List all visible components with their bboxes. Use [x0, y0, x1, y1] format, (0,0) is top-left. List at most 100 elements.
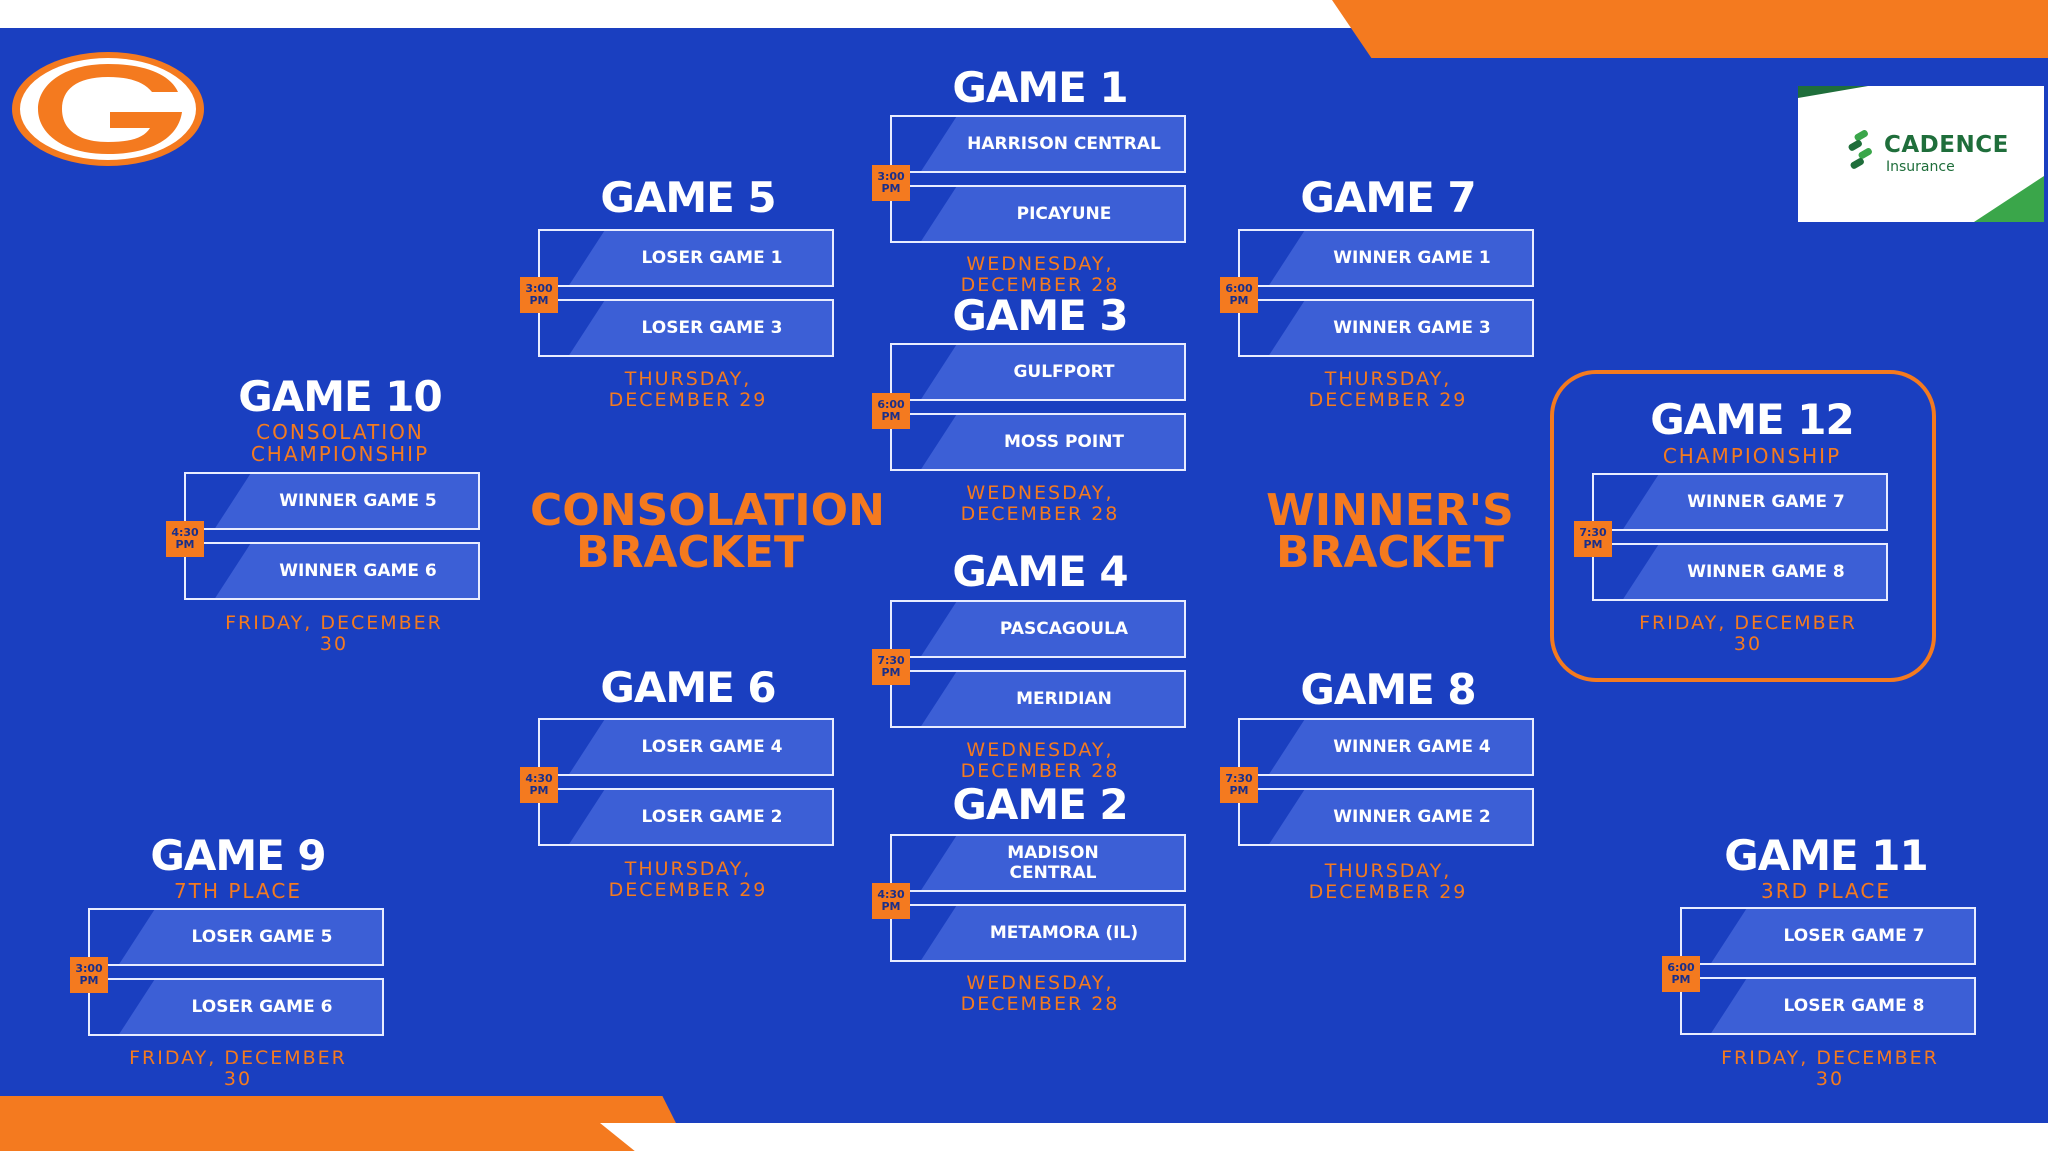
- game-2-team-2-slot[interactable]: METAMORA (IL): [890, 904, 1186, 962]
- game-5-team-2-slot[interactable]: LOSER GAME 3: [538, 299, 834, 357]
- game-9-date-line2: 30: [223, 1068, 253, 1090]
- game-6-title: GAME 6: [600, 663, 776, 712]
- game-11-team-1: LOSER GAME 7: [1783, 926, 1925, 946]
- game-10-team-2-slot[interactable]: WINNER GAME 6: [184, 542, 480, 600]
- game-9-subtitle: 7TH PLACE: [174, 879, 302, 903]
- game-9-team-1-slot[interactable]: LOSER GAME 5: [88, 908, 384, 966]
- game-2-time: 4:30: [877, 888, 905, 901]
- game-1-team-2-slot[interactable]: PICAYUNE: [890, 185, 1186, 243]
- winners-label-line2: BRACKET: [1276, 527, 1504, 578]
- game-4-time-period: PM: [881, 666, 901, 679]
- game-6-date-line2: DECEMBER 29: [608, 879, 768, 901]
- game-1-team-1-slot[interactable]: HARRISON CENTRAL: [890, 115, 1186, 173]
- game-11-date-line1: FRIDAY, DECEMBER: [1721, 1047, 1939, 1069]
- game-11-time: 6:00: [1667, 961, 1695, 974]
- game-12-team-2-slot[interactable]: WINNER GAME 8: [1592, 543, 1888, 601]
- game-2-team-1-slot[interactable]: MADISON CENTRAL: [890, 834, 1186, 892]
- game-2-time-period: PM: [881, 900, 901, 913]
- game-9-team-2-slot[interactable]: LOSER GAME 6: [88, 978, 384, 1036]
- game-11-title: GAME 11: [1724, 831, 1929, 880]
- game-10-date-line1: FRIDAY, DECEMBER: [225, 612, 443, 634]
- game-5-time-period: PM: [529, 294, 549, 307]
- game-3-team-1: GULFPORT: [1013, 362, 1115, 382]
- game-8-team-2: WINNER GAME 2: [1333, 807, 1491, 827]
- game-10-time: 4:30: [171, 526, 199, 539]
- game-4-team-1-slot[interactable]: PASCAGOULA: [890, 600, 1186, 658]
- game-5-team-1-slot[interactable]: LOSER GAME 1: [538, 229, 834, 287]
- game-4-team-2-slot[interactable]: MERIDIAN: [890, 670, 1186, 728]
- game-11-subtitle: 3RD PLACE: [1761, 879, 1891, 903]
- game-2-title: GAME 2: [952, 780, 1128, 829]
- game-4-date-line1: WEDNESDAY,: [966, 739, 1114, 761]
- game-5-time: 3:00: [525, 282, 553, 295]
- game-7-team-2: WINNER GAME 3: [1333, 318, 1491, 338]
- game-6-team-1-slot[interactable]: LOSER GAME 4: [538, 718, 834, 776]
- game-3-team-1-slot[interactable]: GULFPORT: [890, 343, 1186, 401]
- game-3-team-2: MOSS POINT: [1003, 432, 1125, 452]
- game-8-team-1-slot[interactable]: WINNER GAME 4: [1238, 718, 1534, 776]
- game-5-team-2: LOSER GAME 3: [641, 318, 783, 338]
- game-12-team-2: WINNER GAME 8: [1687, 562, 1845, 582]
- game-3-time-period: PM: [881, 410, 901, 423]
- game-8-date-line1: THURSDAY,: [1324, 860, 1452, 882]
- winners-label-line1: WINNER'S: [1266, 485, 1514, 536]
- sponsor-corner-top: [1798, 86, 1868, 98]
- game-9-team-2: LOSER GAME 6: [191, 997, 333, 1017]
- game-10-subtitle: CONSOLATION CHAMPIONSHIP: [250, 420, 430, 466]
- game-11-date-line2: 30: [1815, 1068, 1845, 1090]
- sponsor-corner-bottom: [1974, 176, 2044, 222]
- game-3-date: WEDNESDAY,DECEMBER 28: [890, 483, 1190, 525]
- game-10-time-period: PM: [175, 538, 195, 551]
- game-9-date-line1: FRIDAY, DECEMBER: [129, 1047, 347, 1069]
- game-8-date-line2: DECEMBER 29: [1308, 881, 1468, 903]
- game-2-team-2: METAMORA (IL): [989, 923, 1139, 943]
- game-9-title: GAME 9: [150, 831, 326, 880]
- game-7-team-2-slot[interactable]: WINNER GAME 3: [1238, 299, 1534, 357]
- game-1-date: WEDNESDAY,DECEMBER 28: [890, 254, 1190, 296]
- game-11-team-1-slot[interactable]: LOSER GAME 7: [1680, 907, 1976, 965]
- game-6-team-2-slot[interactable]: LOSER GAME 2: [538, 788, 834, 846]
- game-5-title: GAME 5: [600, 173, 776, 222]
- game-9-time: 3:00: [75, 962, 103, 975]
- game-12-team-1: WINNER GAME 7: [1687, 492, 1845, 512]
- game-9-time-period: PM: [79, 974, 99, 987]
- game-1-title: GAME 1: [952, 63, 1128, 112]
- game-12-time-period: PM: [1583, 538, 1603, 551]
- game-11-team-2-slot[interactable]: LOSER GAME 8: [1680, 977, 1976, 1035]
- game-8-team-1: WINNER GAME 4: [1333, 737, 1491, 757]
- game-6-date: THURSDAY,DECEMBER 29: [538, 859, 838, 901]
- game-6-date-line1: THURSDAY,: [624, 858, 752, 880]
- game-7-team-1-slot[interactable]: WINNER GAME 1: [1238, 229, 1534, 287]
- game-5-date-line1: THURSDAY,: [624, 368, 752, 390]
- game-12-subtitle: CHAMPIONSHIP: [1662, 444, 1842, 468]
- game-1-time-period: PM: [881, 182, 901, 195]
- game-12-time: 7:30: [1579, 526, 1607, 539]
- game-3-date-line2: DECEMBER 28: [960, 503, 1120, 525]
- game-7-title: GAME 7: [1300, 173, 1476, 222]
- game-5-date-line2: DECEMBER 29: [608, 389, 768, 411]
- game-3-team-2-slot[interactable]: MOSS POINT: [890, 413, 1186, 471]
- game-10-team-1-slot[interactable]: WINNER GAME 5: [184, 472, 480, 530]
- game-12-team-1-slot[interactable]: WINNER GAME 7: [1592, 473, 1888, 531]
- game-4-date: WEDNESDAY,DECEMBER 28: [890, 740, 1190, 782]
- sponsor-name: CADENCE: [1884, 132, 2009, 158]
- game-10-team-2: WINNER GAME 6: [279, 561, 437, 581]
- game-4-team-2: MERIDIAN: [1016, 689, 1112, 709]
- game-8-team-2-slot[interactable]: WINNER GAME 2: [1238, 788, 1534, 846]
- game-3-time: 6:00: [877, 398, 905, 411]
- game-12-title: GAME 12: [1650, 395, 1855, 444]
